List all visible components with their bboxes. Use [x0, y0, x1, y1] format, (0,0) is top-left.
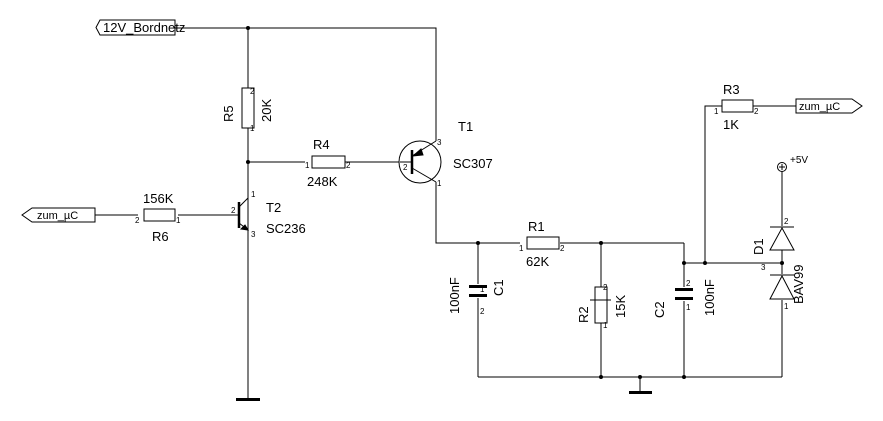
- pin-number: 1: [784, 302, 789, 311]
- r6-ref: R6: [152, 229, 169, 244]
- transistor-t2: [232, 197, 249, 231]
- r2-ref: R2: [576, 306, 591, 323]
- c2-value: 100nF: [702, 279, 717, 316]
- capacitor-c1: 1 2 100nF C1: [447, 277, 506, 316]
- wires: [95, 27, 796, 399]
- resistor-r4: R4 1 2 248K: [305, 137, 351, 189]
- ground-symbol: [236, 398, 260, 401]
- r4-value: 248K: [307, 174, 338, 189]
- input-port-label: zum_µC: [37, 210, 78, 222]
- pin-number: 1: [250, 124, 255, 133]
- pin-number: 1: [480, 285, 485, 294]
- pin-number: 1: [519, 244, 524, 253]
- d1-ref: D1: [751, 238, 766, 255]
- pin-number: 1: [686, 303, 691, 312]
- supply-port-label: 12V_Bordnetz: [103, 20, 185, 35]
- junction-dot: [246, 160, 250, 164]
- junction-dot: [476, 241, 480, 245]
- input-port: zum_µC: [21, 207, 96, 223]
- pin-number: 2: [754, 107, 759, 116]
- junction-dot: [682, 261, 686, 265]
- capacitor-c2: 2 1 C2 100nF: [652, 279, 717, 318]
- supply-port: 12V_Bordnetz: [95, 19, 185, 36]
- junction-dot: [599, 375, 603, 379]
- diode-d1: [769, 226, 795, 300]
- pin-number: 1: [437, 179, 442, 188]
- r1-value: 62K: [526, 254, 549, 269]
- vcc-symbol: +5V: [777, 155, 808, 172]
- t1-value: SC307: [453, 156, 493, 171]
- r1-ref: R1: [528, 219, 545, 234]
- resistor-r6: 156K 2 1 R6: [135, 191, 181, 244]
- t2-ref: T2: [266, 200, 281, 215]
- pin-number: 2: [784, 217, 789, 226]
- pin-number: 2: [346, 161, 351, 170]
- output-port: zum_µC: [795, 98, 863, 114]
- pin-number: 2: [135, 216, 140, 225]
- r4-ref: R4: [313, 137, 330, 152]
- junction-dot: [246, 26, 250, 30]
- vcc-label: +5V: [790, 155, 808, 166]
- r2-value: 15K: [613, 295, 628, 318]
- pin-number: 3: [251, 230, 256, 239]
- c1-value: 100nF: [447, 277, 462, 314]
- junctions: [246, 26, 784, 379]
- junction-dot: [599, 241, 603, 245]
- pin-number: 1: [603, 321, 608, 330]
- c1-ref: C1: [491, 279, 506, 296]
- pin-number: 1: [251, 190, 256, 199]
- junction-dot: [682, 375, 686, 379]
- r3-value: 1K: [723, 117, 739, 132]
- r5-ref: R5: [221, 105, 236, 122]
- transistor-t1: [398, 140, 442, 184]
- d1-value: BAV99: [791, 264, 806, 304]
- r6-value: 156K: [143, 191, 174, 206]
- t1-ref: T1: [458, 119, 473, 134]
- pin-number: 1: [176, 216, 181, 225]
- resistor-r2: 2 1 R2 15K: [576, 283, 628, 330]
- pin-number: 1: [305, 161, 310, 170]
- resistor-r3: R3 1 2 1K: [714, 82, 759, 132]
- t2-value: SC236: [266, 221, 306, 236]
- pin-number: 1: [714, 107, 719, 116]
- ground-symbol: [629, 391, 652, 394]
- pin-number: 2: [686, 279, 691, 288]
- junction-dot: [703, 261, 707, 265]
- r5-value: 20K: [259, 99, 274, 122]
- resistor-r5: 2 1 R5 20K: [221, 87, 274, 133]
- resistor-r1: R1 1 2 62K: [519, 219, 565, 269]
- pin-number: 2: [480, 307, 485, 316]
- r3-ref: R3: [723, 82, 740, 97]
- c2-ref: C2: [652, 301, 667, 318]
- pin-number: 2: [603, 283, 608, 292]
- pin-number: 3: [761, 263, 766, 272]
- junction-dot: [638, 375, 642, 379]
- pin-number: 2: [250, 87, 255, 96]
- pin-number: 3: [437, 138, 442, 147]
- pin-number: 2: [560, 244, 565, 253]
- output-port-label: zum_µC: [799, 101, 840, 113]
- pin-number: 2: [403, 163, 408, 172]
- pin-number: 2: [231, 206, 236, 215]
- junction-dot: [780, 261, 784, 265]
